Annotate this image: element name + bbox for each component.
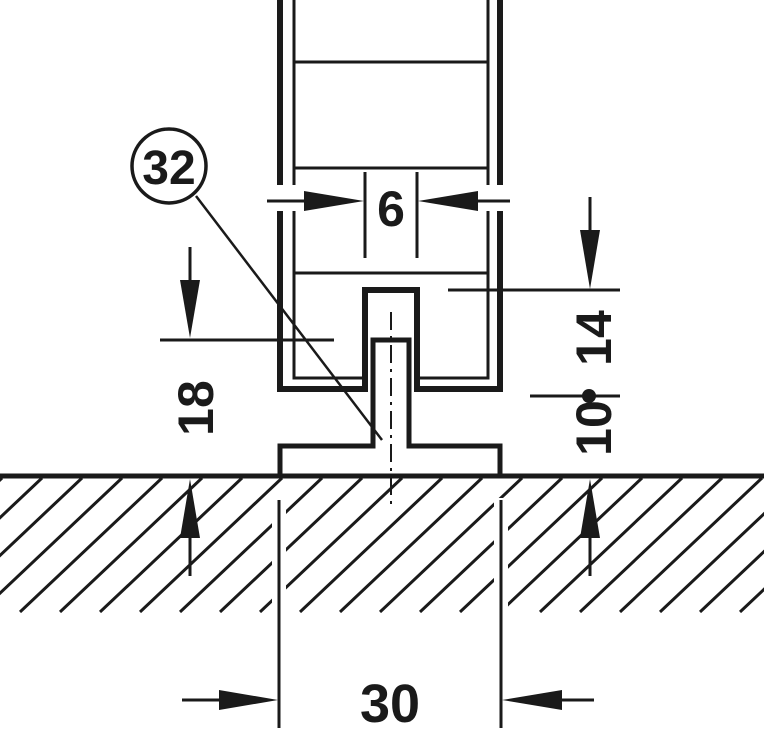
floor-guide	[277, 337, 503, 479]
leader-line	[195, 195, 383, 441]
dimension-30: 30	[182, 500, 594, 730]
door-panel	[277, 0, 503, 392]
arrow-left-icon	[418, 191, 478, 211]
dimension-label-6: 6	[377, 181, 405, 237]
callout-circle	[130, 127, 208, 205]
dimension-label-14: 14	[566, 310, 622, 366]
arrow-up-icon	[180, 479, 200, 538]
arrow-down-icon	[180, 280, 200, 338]
arrow-right-icon	[219, 690, 278, 710]
wall-gap-left	[272, 185, 302, 211]
panel-inner-right	[420, 0, 490, 380]
panel-outer-profile	[277, 0, 503, 392]
arrow-up-icon	[580, 479, 600, 538]
dimension-label-30: 30	[360, 674, 420, 730]
dimension-label-10: 10	[566, 400, 622, 456]
dimension-18: 18	[160, 247, 334, 576]
part-callout-32: 32	[130, 127, 383, 441]
guide-profile	[277, 337, 503, 479]
dimension-label-18: 18	[168, 380, 224, 436]
separator-dot	[582, 389, 596, 403]
arrow-right-icon	[304, 191, 364, 211]
arrow-left-icon	[502, 690, 562, 710]
floor-hatching	[0, 478, 764, 613]
callout-label: 32	[142, 142, 195, 195]
arrow-down-icon	[580, 230, 600, 289]
wall-gap-right	[480, 185, 508, 211]
panel-inner-left	[292, 0, 362, 380]
dimension-14-10: 14 10	[448, 197, 622, 576]
dimension-6: 6	[267, 172, 510, 258]
